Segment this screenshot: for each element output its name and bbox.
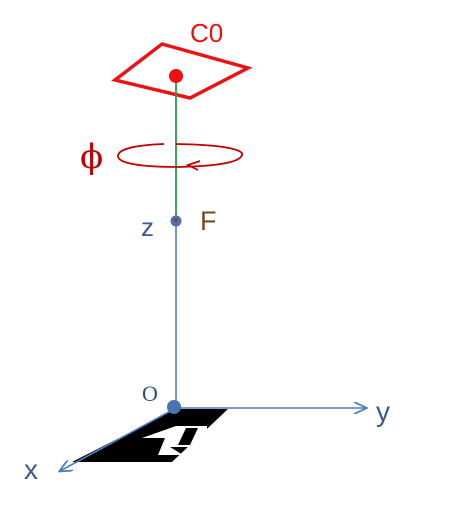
rotation-ellipse: [117, 143, 244, 168]
camera-center-point: [169, 69, 183, 83]
origin-point: [167, 400, 181, 414]
r-letter-marker-icon: [72, 409, 228, 462]
rotation-arrowhead: [185, 160, 201, 171]
y-axis-label: y: [376, 396, 390, 427]
camera-label: C0: [190, 18, 224, 48]
x-axis-arrow: [60, 407, 177, 471]
x-axis-label: x: [24, 454, 38, 485]
z-axis-label: z: [141, 212, 154, 242]
focal-point-center: [174, 218, 178, 222]
camera-plane: [111, 42, 253, 100]
origin-label: O: [142, 381, 158, 406]
focal-point-label: F: [200, 206, 217, 236]
rotation-label: ϕ: [80, 137, 104, 177]
